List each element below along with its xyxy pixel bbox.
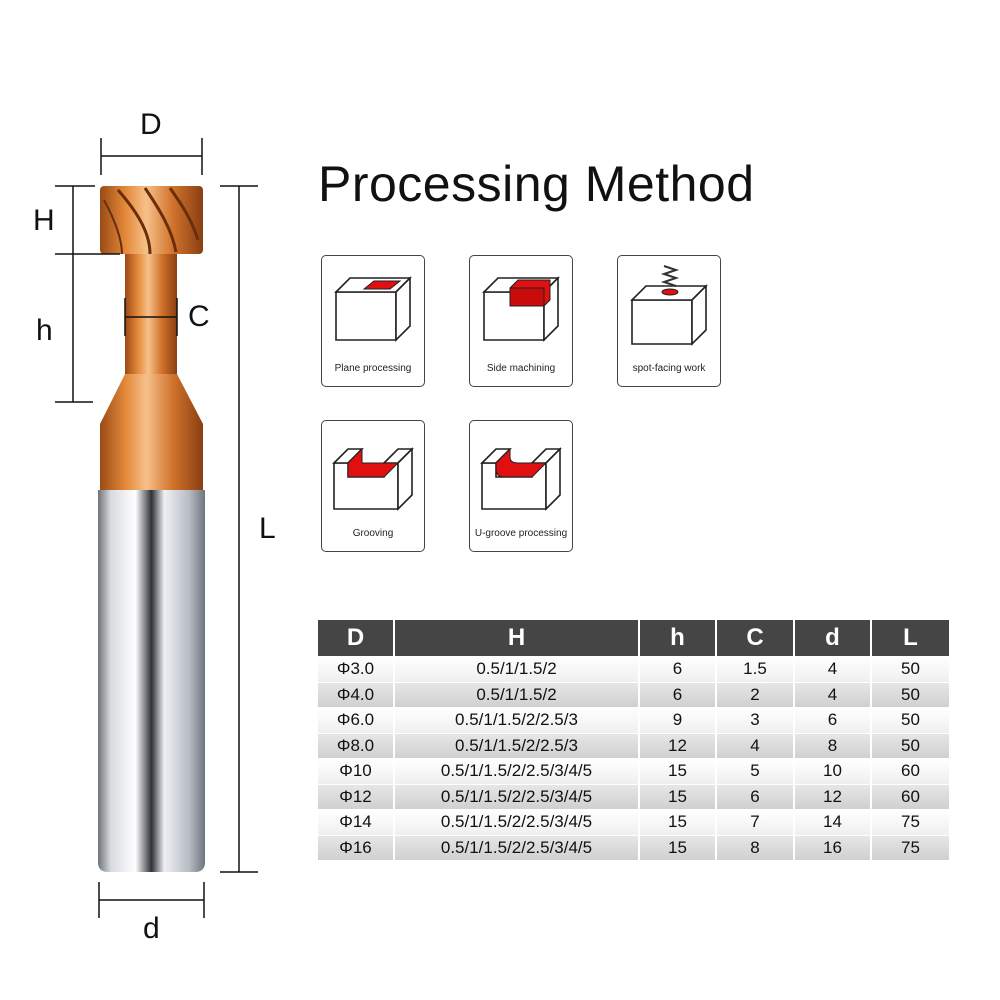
table-cell: 8 bbox=[717, 834, 795, 860]
table-row: Φ16 0.5/1/1.5/2/2.5/3/4/5 15 8 16 75 bbox=[318, 834, 949, 860]
table-cell: 60 bbox=[872, 758, 949, 784]
table-cell: 5 bbox=[717, 758, 795, 784]
table-cell: 0.5/1/1.5/2/2.5/3/4/5 bbox=[395, 834, 640, 860]
table-cell: 60 bbox=[872, 783, 949, 809]
col-header-H: H bbox=[395, 620, 640, 656]
method-card-u-groove: U-groove processing bbox=[469, 420, 573, 552]
table-cell: 50 bbox=[872, 732, 949, 758]
method-card-plane: Plane processing bbox=[321, 255, 425, 387]
table-cell: 0.5/1/1.5/2/2.5/3/4/5 bbox=[395, 758, 640, 784]
table-row: Φ8.0 0.5/1/1.5/2/2.5/3 12 4 8 50 bbox=[318, 732, 949, 758]
dimension-lines bbox=[55, 138, 258, 918]
cutter-head bbox=[100, 186, 203, 255]
table-row: Φ6.0 0.5/1/1.5/2/2.5/3 9 3 6 50 bbox=[318, 707, 949, 733]
method-label: Plane processing bbox=[334, 363, 412, 374]
dim-label-H: H bbox=[33, 204, 55, 237]
spec-table: D H h C d L Φ3.0 0.5/1/1.5/2 6 1.5 4 50 … bbox=[318, 620, 949, 860]
spot-facing-icon bbox=[630, 265, 708, 346]
grooving-icon bbox=[332, 447, 414, 511]
table-row: Φ4.0 0.5/1/1.5/2 6 2 4 50 bbox=[318, 681, 949, 707]
table-cell: 1.5 bbox=[717, 656, 795, 682]
dim-label-L: L bbox=[259, 512, 276, 545]
method-label: U-groove processing bbox=[474, 528, 568, 539]
dim-label-h: h bbox=[36, 314, 53, 347]
table-cell: Φ12 bbox=[318, 783, 395, 809]
method-card-spot-facing: spot-facing work bbox=[617, 255, 721, 387]
table-cell: 14 bbox=[795, 809, 872, 835]
method-label: spot-facing work bbox=[632, 363, 706, 374]
table-cell: 0.5/1/1.5/2 bbox=[395, 656, 640, 682]
col-header-C: C bbox=[717, 620, 795, 656]
dim-label-D: D bbox=[140, 108, 162, 141]
table-cell: 0.5/1/1.5/2/2.5/3/4/5 bbox=[395, 809, 640, 835]
table-cell: 15 bbox=[640, 783, 717, 809]
table-cell: 15 bbox=[640, 758, 717, 784]
cutter-shank bbox=[98, 490, 205, 872]
table-cell: Φ14 bbox=[318, 809, 395, 835]
col-header-D: D bbox=[318, 620, 395, 656]
side-machining-icon bbox=[482, 276, 560, 342]
method-label: Side machining bbox=[486, 363, 556, 374]
table-cell: 0.5/1/1.5/2/2.5/3 bbox=[395, 707, 640, 733]
end-mill-drawing bbox=[55, 138, 258, 918]
table-cell: 4 bbox=[795, 681, 872, 707]
cutter-collar bbox=[100, 424, 203, 490]
table-cell: Φ16 bbox=[318, 834, 395, 860]
table-cell: 3 bbox=[717, 707, 795, 733]
table-cell: Φ10 bbox=[318, 758, 395, 784]
cutter-neck bbox=[125, 254, 177, 374]
table-cell: 75 bbox=[872, 834, 949, 860]
table-row: Φ10 0.5/1/1.5/2/2.5/3/4/5 15 5 10 60 bbox=[318, 758, 949, 784]
table-row: Φ12 0.5/1/1.5/2/2.5/3/4/5 15 6 12 60 bbox=[318, 783, 949, 809]
table-cell: 8 bbox=[795, 732, 872, 758]
table-cell: Φ4.0 bbox=[318, 681, 395, 707]
plane-processing-icon bbox=[334, 276, 412, 342]
table-header-row: D H h C d L bbox=[318, 620, 949, 656]
col-header-d: d bbox=[795, 620, 872, 656]
table-cell: 16 bbox=[795, 834, 872, 860]
table-cell: 50 bbox=[872, 656, 949, 682]
table-cell: 6 bbox=[717, 783, 795, 809]
table-cell: Φ8.0 bbox=[318, 732, 395, 758]
table-cell: Φ3.0 bbox=[318, 656, 395, 682]
table-cell: 6 bbox=[795, 707, 872, 733]
table-row: Φ3.0 0.5/1/1.5/2 6 1.5 4 50 bbox=[318, 656, 949, 682]
dim-label-d: d bbox=[143, 912, 160, 945]
table-cell: 12 bbox=[640, 732, 717, 758]
table-cell: 6 bbox=[640, 656, 717, 682]
table-cell: 0.5/1/1.5/2/2.5/3/4/5 bbox=[395, 783, 640, 809]
table-cell: 10 bbox=[795, 758, 872, 784]
table-cell: 50 bbox=[872, 707, 949, 733]
table-cell: 9 bbox=[640, 707, 717, 733]
page-title: Processing Method bbox=[318, 156, 755, 212]
table-cell: 0.5/1/1.5/2 bbox=[395, 681, 640, 707]
method-label: Grooving bbox=[352, 528, 394, 539]
table-cell: 2 bbox=[717, 681, 795, 707]
table-cell: 4 bbox=[795, 656, 872, 682]
method-card-side: Side machining bbox=[469, 255, 573, 387]
table-row: Φ14 0.5/1/1.5/2/2.5/3/4/5 15 7 14 75 bbox=[318, 809, 949, 835]
table-cell: 4 bbox=[717, 732, 795, 758]
table-cell: 15 bbox=[640, 834, 717, 860]
col-header-L: L bbox=[872, 620, 949, 656]
col-header-h: h bbox=[640, 620, 717, 656]
table-cell: Φ6.0 bbox=[318, 707, 395, 733]
table-cell: 15 bbox=[640, 809, 717, 835]
table-cell: 7 bbox=[717, 809, 795, 835]
table-cell: 0.5/1/1.5/2/2.5/3 bbox=[395, 732, 640, 758]
table-cell: 6 bbox=[640, 681, 717, 707]
dim-label-C: C bbox=[188, 300, 210, 333]
table-cell: 50 bbox=[872, 681, 949, 707]
table-cell: 12 bbox=[795, 783, 872, 809]
method-card-grooving: Grooving bbox=[321, 420, 425, 552]
u-groove-icon bbox=[480, 447, 562, 511]
cutter-taper bbox=[100, 374, 203, 424]
table-cell: 75 bbox=[872, 809, 949, 835]
